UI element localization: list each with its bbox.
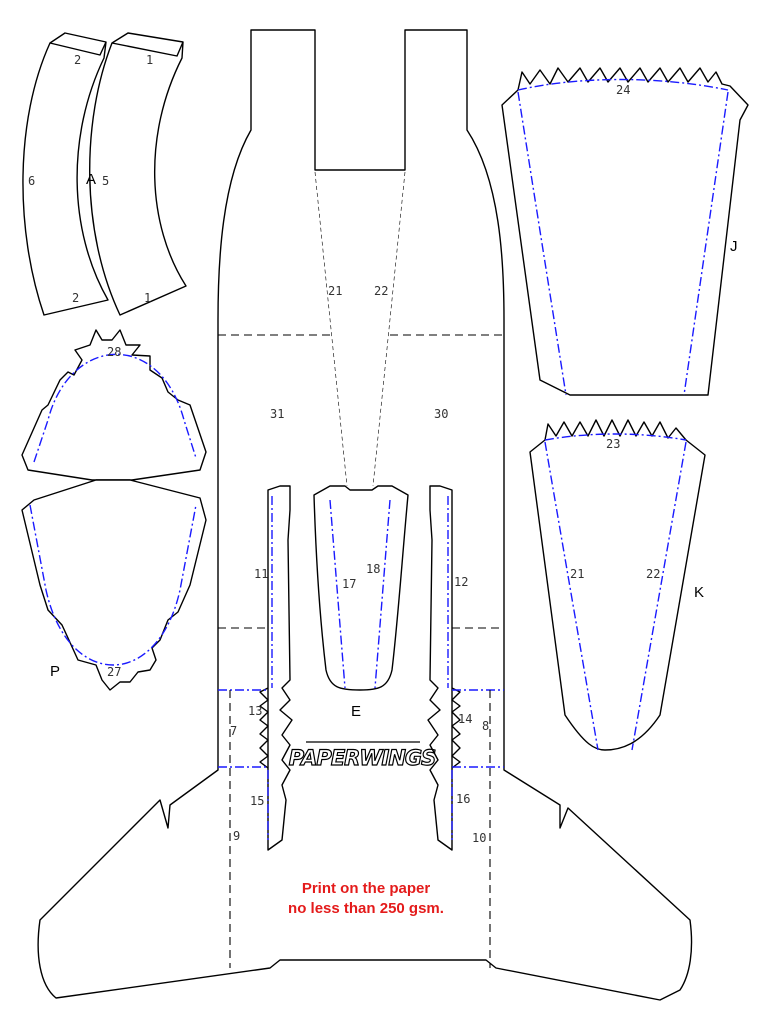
part-e-label-17: 17: [342, 577, 356, 591]
part-e-label-11: 11: [254, 567, 268, 581]
part-e-letter: E: [351, 703, 361, 720]
part-j: 24 J: [501, 67, 749, 396]
part-k-outline: [529, 419, 706, 751]
part-p-bottom-lobe: [21, 479, 207, 691]
part-a-strip-right: [89, 32, 187, 316]
part-a: 2 1 6 A 5 2 1: [22, 32, 187, 316]
part-e-label-18: 18: [366, 562, 380, 576]
part-e-cutout-left: [267, 485, 293, 851]
part-p-label-28: 28: [107, 345, 121, 359]
print-note-line-2: no less than 250 gsm.: [288, 900, 444, 917]
part-e-cutout-right: [427, 485, 453, 851]
part-e-teeth-right: [451, 687, 461, 769]
part-e-label-8: 8: [482, 719, 489, 733]
part-e: 21 22 31 30 11 12 17 18 13 14 7 8 15 16 …: [37, 29, 693, 1001]
part-e-label-21: 21: [328, 284, 342, 298]
part-k-fold-right: [631, 441, 687, 751]
part-a-strip-left: [22, 32, 109, 316]
part-e-label-10: 10: [472, 831, 486, 845]
part-p-bottom-fold: [29, 504, 197, 666]
part-p-letter: P: [50, 663, 60, 680]
part-e-fine-21: [314, 171, 348, 487]
part-a-label-2-bottom: 2: [72, 291, 79, 305]
part-e-label-9: 9: [233, 829, 240, 843]
part-e-fine-22: [372, 171, 406, 487]
paperwings-logo: PAPERWINGS: [288, 741, 437, 771]
part-e-label-16: 16: [456, 792, 470, 806]
part-a-label-6: 6: [28, 174, 35, 188]
part-k-fold-left: [544, 441, 599, 751]
part-p-top-fold: [33, 353, 197, 463]
part-a-label-1-top: 1: [146, 53, 153, 67]
part-e-label-7: 7: [230, 724, 237, 738]
paperwings-logo-text: PAPERWINGS: [289, 746, 436, 770]
part-e-label-12: 12: [454, 575, 468, 589]
part-k: 23 21 22 K: [529, 419, 706, 751]
part-k-label-22: 22: [646, 567, 660, 581]
part-j-label-24: 24: [616, 83, 630, 97]
part-e-label-22: 22: [374, 284, 388, 298]
part-j-letter: J: [730, 238, 738, 255]
part-p-top-lobe: [21, 329, 207, 481]
part-k-label-23: 23: [606, 437, 620, 451]
part-e-center-tongue: [313, 485, 409, 691]
part-e-fold-18: [374, 499, 391, 689]
part-p: 28 27 P: [21, 329, 207, 691]
part-a-label-1-bottom: 1: [144, 291, 151, 305]
part-a-label-2-top: 2: [74, 53, 81, 67]
part-e-label-30: 30: [434, 407, 448, 421]
part-j-outline: [501, 67, 749, 396]
part-a-strip-left-tab: [49, 41, 107, 56]
part-p-label-27: 27: [107, 665, 121, 679]
part-j-fold-right: [683, 91, 729, 396]
part-e-label-13: 13: [248, 704, 262, 718]
part-k-top-fold: [544, 433, 687, 441]
part-k-label-21: 21: [570, 567, 584, 581]
part-j-top-fold: [517, 78, 729, 91]
part-e-label-31: 31: [270, 407, 284, 421]
part-e-fold-17: [329, 499, 346, 689]
print-note-line-1: Print on the paper: [302, 880, 431, 897]
part-a-letter: A: [86, 171, 96, 188]
part-e-teeth-left: [259, 687, 269, 769]
part-k-letter: K: [694, 584, 704, 601]
part-a-label-5: 5: [102, 174, 109, 188]
part-a-strip-right-tab: [111, 41, 184, 57]
part-j-fold-left: [517, 91, 567, 396]
part-e-label-14: 14: [458, 712, 472, 726]
part-e-label-15: 15: [250, 794, 264, 808]
